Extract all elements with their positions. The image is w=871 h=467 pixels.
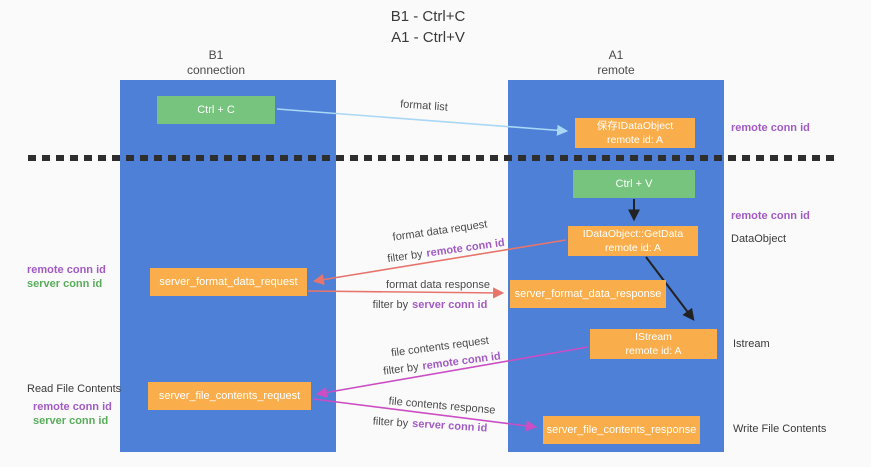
filter-prefix: filter by [372, 415, 409, 430]
diagram-title: B1 - Ctrl+C A1 - Ctrl+V [391, 6, 466, 48]
filter-prefix: filter by [372, 299, 409, 311]
server-file-contents-request-node: server_file_contents_request [148, 382, 311, 410]
ctrl-v-node: Ctrl + V [573, 170, 695, 198]
getdata-node: IDataObject::GetData remote id: A [568, 226, 698, 256]
annotation-read-file-contents: Read File Contents [27, 383, 122, 395]
format-data-request-label: format data request [391, 218, 489, 244]
annotation-remote-conn-id-mid: remote conn id [731, 210, 810, 222]
filter-prefix: filter by [382, 361, 420, 378]
ctrl-v-label: Ctrl + V [615, 178, 653, 190]
title-line1: B1 - Ctrl+C [390, 8, 466, 25]
format-data-response-label: format data response [386, 279, 490, 291]
lane-b1-subtitle: connection [186, 63, 246, 77]
istream-line2: remote id: A [625, 345, 682, 357]
lane-header-b1: B1 connection [187, 48, 245, 78]
lane-b1-name: B1 [208, 48, 224, 62]
istream-line1: IStream [635, 331, 672, 343]
server-file-contents-response-label: server_file_contents_response [546, 424, 697, 436]
save-dataobject-line2: remote id: A [606, 134, 664, 146]
filter-key: server conn id [411, 417, 488, 435]
ctrl-c-label: Ctrl + C [197, 104, 235, 116]
server-format-data-request-node: server_format_data_request [150, 268, 307, 296]
server-file-contents-response-node: server_file_contents_response [543, 416, 700, 444]
filter-key: server conn id [412, 299, 488, 311]
annotation-dataobject: DataObject [731, 233, 787, 245]
lane-a1-subtitle: remote [597, 63, 635, 77]
annotation-left-remote-conn-id-2: remote conn id [33, 401, 112, 413]
save-dataobject-node: 保存IDataObject remote id: A [575, 118, 695, 148]
server-format-data-request-label: server_format_data_request [159, 276, 298, 288]
filter-key: remote conn id [425, 236, 506, 260]
lane-a1-name: A1 [608, 48, 624, 62]
annotation-write-file-contents: Write File Contents [733, 423, 827, 435]
format-list-label: format list [399, 98, 449, 114]
lane-header-a1: A1 remote [597, 48, 634, 78]
ctrl-c-node: Ctrl + C [157, 96, 275, 124]
annotation-remote-conn-id-top: remote conn id [731, 122, 810, 134]
annotation-left-server-conn-id-2: server conn id [33, 415, 109, 427]
annotation-left-remote-conn-id-1: remote conn id [27, 264, 106, 276]
annotation-istream: Istream [733, 338, 770, 350]
filter-prefix: filter by [386, 248, 424, 266]
dashed-separator [28, 155, 838, 161]
file-contents-response-label: file contents response [388, 395, 496, 417]
save-dataobject-line1: 保存IDataObject [596, 120, 674, 132]
server-format-data-response-label: server_format_data_response [514, 288, 662, 300]
server-format-data-response-node: server_format_data_response [510, 280, 666, 308]
getdata-line2: remote id: A [604, 242, 662, 254]
title-line2: A1 - Ctrl+V [391, 29, 465, 46]
istream-node: IStream remote id: A [590, 329, 717, 359]
server-file-contents-request-label: server_file_contents_request [158, 390, 301, 402]
getdata-line1: IDataObject::GetData [582, 228, 684, 240]
annotation-left-server-conn-id-1: server conn id [27, 278, 103, 290]
format-data-response-arrow [307, 287, 505, 299]
